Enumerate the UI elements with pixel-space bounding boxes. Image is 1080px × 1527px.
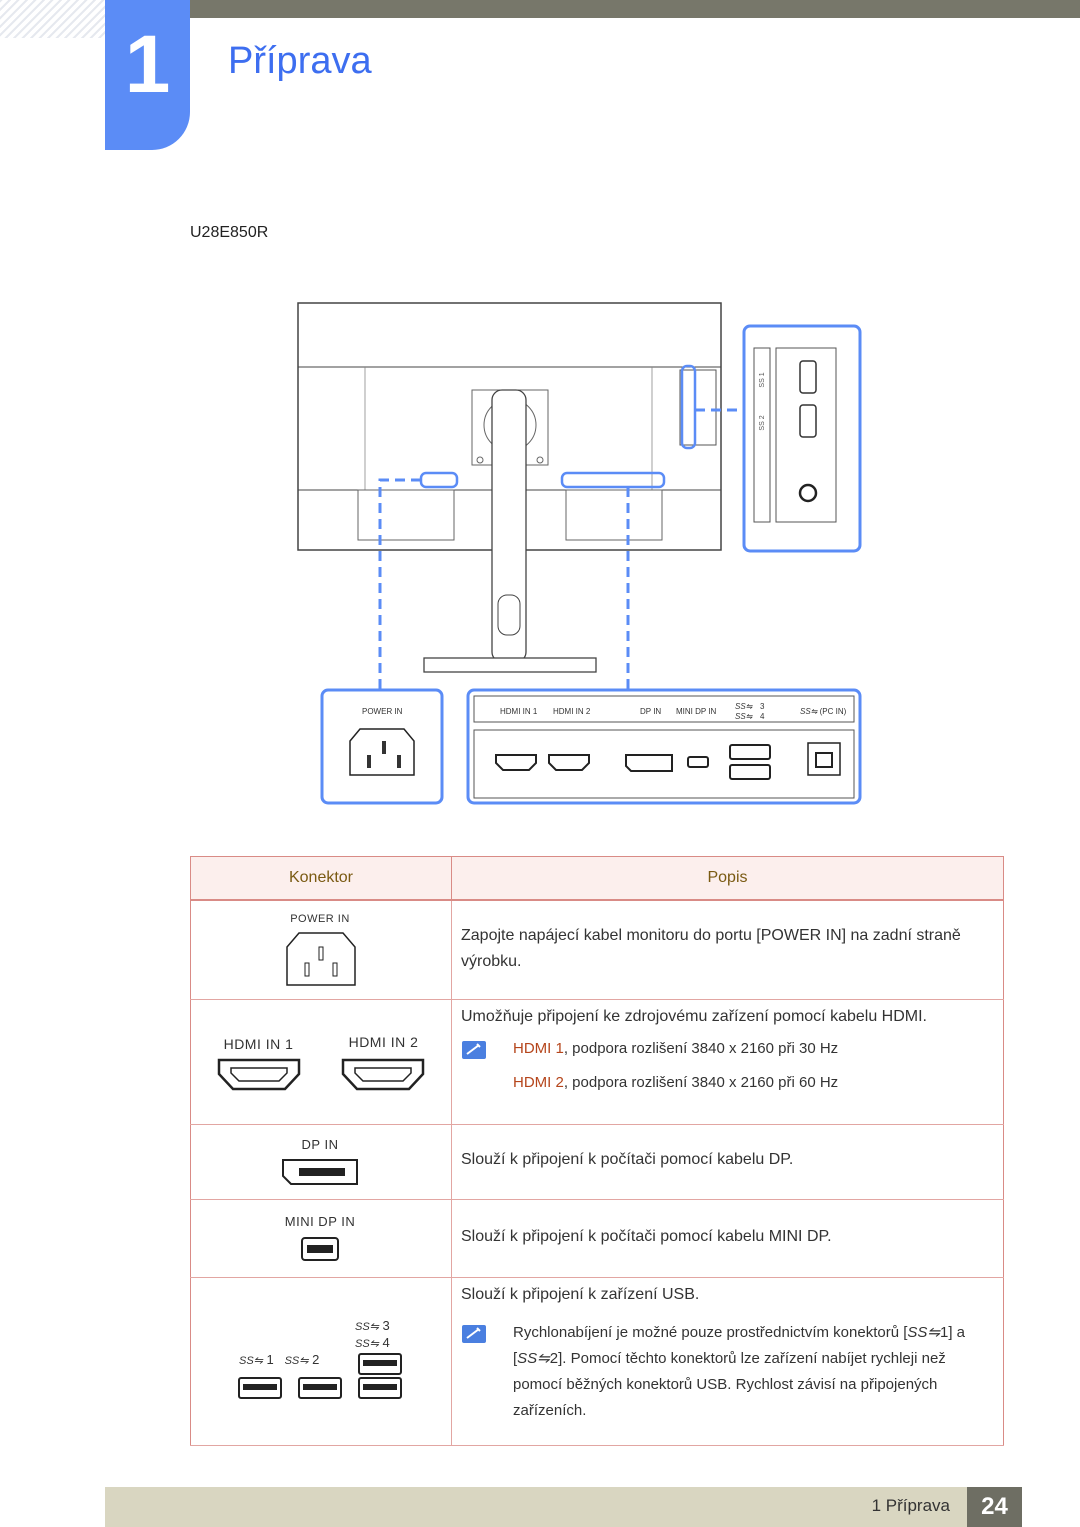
- usb-ports-icon: [238, 1352, 402, 1399]
- note-icon: [462, 1324, 486, 1343]
- mini-dp-port-icon: [301, 1236, 339, 1261]
- hdmi2-port-icon: [341, 1058, 425, 1090]
- usb-ss-inline-icon-1: SS⇋: [907, 1323, 940, 1341]
- usb-note-num-2: 2: [549, 1349, 559, 1367]
- usb-note-num-1: 1: [939, 1323, 949, 1341]
- usb-ss-icon-1: SS⇋: [239, 1354, 263, 1367]
- header-connector: Konektor: [190, 856, 452, 901]
- power-socket-icon: [286, 932, 356, 986]
- decorative-hatch: [0, 0, 105, 38]
- hdmi1-label: HDMI IN 1: [223, 1035, 294, 1052]
- hdmi1-note-line: HDMI 1, podpora rozlišení 3840 x 2160 př…: [513, 1036, 993, 1062]
- hdmi1-port-icon: [217, 1058, 301, 1090]
- diagram-usb3-num: 3: [760, 702, 765, 711]
- table-row: DP IN Slouží k připojení k počítači pomo…: [190, 1123, 1004, 1200]
- usb-note-end: ]. Pomocí těchto konektorů lze zařízení …: [513, 1349, 946, 1419]
- hdmi2-label: HDMI IN 2: [348, 1033, 419, 1050]
- usb-num-4: 4: [382, 1334, 390, 1350]
- diagram-mini-dp-label: MINI DP IN: [676, 707, 717, 716]
- usb-note-a: Rychlonabíjení je možné pouze prostředni…: [513, 1323, 900, 1341]
- model-name: U28E850R: [190, 224, 269, 241]
- usb-ss-inline-icon-2: SS⇋: [517, 1349, 550, 1367]
- mini-dp-description: Slouží k připojení k počítači pomocí kab…: [461, 1227, 832, 1245]
- usb-ss-icon-3: SS⇋: [355, 1320, 379, 1333]
- description-cell: Slouží k připojení k počítači pomocí kab…: [451, 1123, 1004, 1200]
- diagram-usb-icon-4: SS⇋: [735, 712, 753, 721]
- top-bar: [190, 0, 1080, 18]
- usb-description: Slouží k připojení k zařízení USB.: [461, 1285, 700, 1303]
- usb-ss-icon-4: SS⇋: [355, 1337, 379, 1350]
- connector-cell: DP IN: [190, 1123, 452, 1200]
- usb-labels-34: SS⇋ 3 SS⇋ 4: [355, 1318, 390, 1352]
- page-footer: 1 Příprava 24: [105, 1487, 1022, 1527]
- hdmi-description: Umožňuje připojení ke zdrojovému zařízen…: [461, 1007, 927, 1025]
- usb-note: Rychlonabíjení je možné pouze prostředni…: [461, 1320, 993, 1424]
- table-row: SS⇋ 3 SS⇋ 4 SS⇋ 1 SS⇋ 2: [190, 1276, 1004, 1446]
- description-cell: Slouží k připojení k počítači pomocí kab…: [451, 1198, 1004, 1278]
- connector-table: Konektor Popis POWER IN Zapojte napájecí…: [190, 856, 1004, 1446]
- hdmi2-note-text: , podpora rozlišení 3840 x 2160 při 60 H…: [563, 1073, 839, 1091]
- power-in-label: POWER IN: [290, 913, 350, 925]
- connector-cell: SS⇋ 3 SS⇋ 4 SS⇋ 1 SS⇋ 2: [190, 1276, 452, 1446]
- usb-num-3: 3: [382, 1317, 390, 1333]
- usb-note-mid: ] a [: [513, 1323, 965, 1367]
- hdmi2-note-bold: HDMI 2: [513, 1073, 564, 1091]
- power-description: Zapojte napájecí kabel monitoru do portu…: [461, 927, 961, 970]
- usb-labels-12: SS⇋ 1 SS⇋ 2: [239, 1352, 319, 1367]
- diagram-pc-in-label: SS⇋ (PC IN): [800, 707, 847, 716]
- table-header-row: Konektor Popis: [190, 856, 1004, 901]
- usb-num-2: 2: [312, 1351, 320, 1367]
- hdmi1-note-bold: HDMI 1: [513, 1039, 564, 1057]
- diagram-hdmi2-label: HDMI IN 2: [553, 707, 591, 716]
- usb-num-1: 1: [266, 1351, 274, 1367]
- diagram-pc-in-text: PC IN: [822, 707, 844, 716]
- page-number: 24: [967, 1487, 1022, 1527]
- svg-text:SS 2: SS 2: [759, 415, 766, 430]
- diagram-usb-icon-3: SS⇋: [735, 702, 753, 711]
- hdmi-note: HDMI 1, podpora rozlišení 3840 x 2160 př…: [461, 1036, 993, 1096]
- table-row: HDMI IN 1 HDMI IN 2 Umožňuje připojení k…: [190, 998, 1004, 1125]
- dp-description: Slouží k připojení k počítači pomocí kab…: [461, 1150, 794, 1168]
- usb-ss-icon-2: SS⇋: [284, 1354, 309, 1367]
- diagram-dp-label: DP IN: [640, 707, 662, 716]
- description-cell: Umožňuje připojení ke zdrojovému zařízen…: [451, 998, 1004, 1125]
- connector-cell: POWER IN: [190, 899, 452, 1000]
- svg-text:SS 1: SS 1: [759, 372, 766, 387]
- hdmi1-note-text: , podpora rozlišení 3840 x 2160 při 30 H…: [563, 1039, 839, 1057]
- diagram-hdmi1-label: HDMI IN 1: [500, 707, 538, 716]
- connector-cell: HDMI IN 1 HDMI IN 2: [190, 998, 452, 1125]
- chapter-title: Příprava: [228, 40, 372, 82]
- chapter-number-box: 1: [105, 0, 190, 150]
- table-row: POWER IN Zapojte napájecí kabel monitoru…: [190, 899, 1004, 1000]
- note-icon: [462, 1040, 486, 1059]
- dp-port-icon: [282, 1158, 358, 1185]
- table-row: MINI DP IN Slouží k připojení k počítači…: [190, 1198, 1004, 1278]
- diagram-usb4-num: 4: [760, 712, 765, 721]
- chapter-number: 1: [124, 19, 171, 110]
- monitor-back-diagram: SS 1 SS 2: [297, 302, 862, 805]
- mini-dp-in-label: MINI DP IN: [284, 1213, 356, 1229]
- hdmi2-note-line: HDMI 2, podpora rozlišení 3840 x 2160 př…: [513, 1070, 993, 1096]
- description-cell: Slouží k připojení k zařízení USB. Rychl…: [451, 1276, 1004, 1446]
- footer-section: 1 Příprava: [871, 1496, 950, 1515]
- dp-in-label: DP IN: [301, 1136, 339, 1152]
- description-cell: Zapojte napájecí kabel monitoru do portu…: [451, 899, 1004, 1000]
- diagram-power-label: POWER IN: [362, 707, 403, 716]
- connector-cell: MINI DP IN: [190, 1198, 452, 1278]
- header-description: Popis: [451, 856, 1004, 901]
